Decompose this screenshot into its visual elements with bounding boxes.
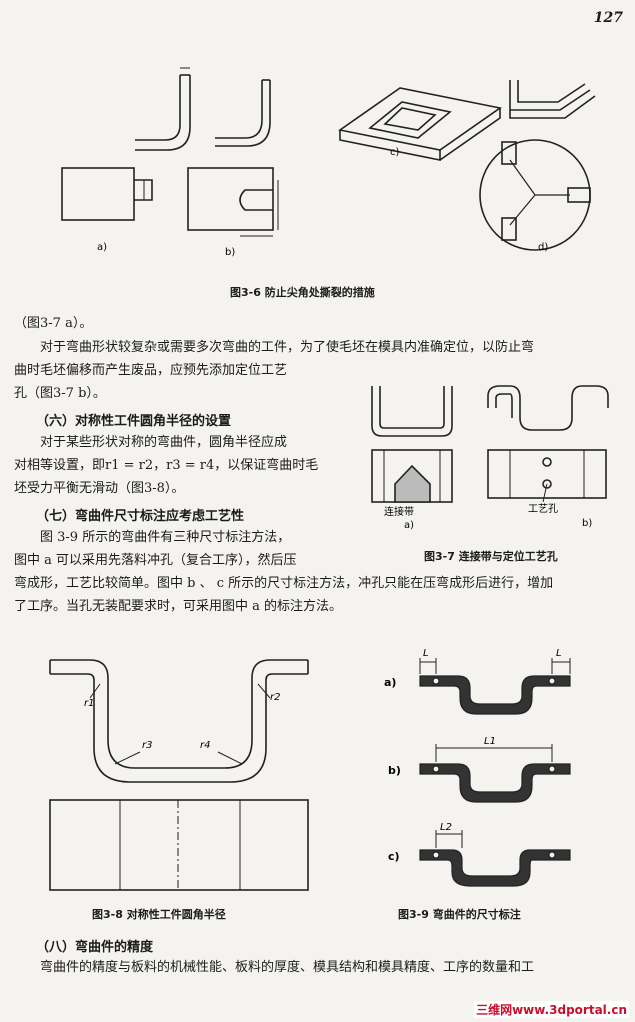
heading-8: （八）弯曲件的精度 [36,940,154,955]
fig39-dim-L1: L1 [484,736,496,747]
fig38-r2: r2 [270,692,280,703]
fig37-caption: 图3-7 连接带与定位工艺孔 [424,550,558,563]
figure-3-8: r1 r2 r3 r4 [49,659,309,891]
fig36-label-b: b) [225,247,235,258]
text-p2-line1: 对于弯曲形状较复杂或需要多次弯曲的工件，为了使毛坯在模具内准确定位，以防止弯 [40,340,535,355]
fig39-dim-L-left: L [423,648,429,659]
fig38-caption: 图3-8 对称性工件圆角半径 [92,908,226,921]
fig36-caption: 图3-6 防止尖角处撕裂的措施 [230,286,375,299]
text-p3-line2: 对相等设置，即r1 = r2，r3 = r4，以保证弯曲时毛 [14,458,319,473]
fig39-label-a: a) [384,676,396,689]
fig39-label-c: c) [388,850,400,863]
fig38-r4: r4 [200,740,210,751]
text-p3-line1: 对于某些形状对称的弯曲件，圆角半径应成 [40,435,288,450]
fig36-label-d: d) [538,242,548,253]
text-p5-line1: 弯曲件的精度与板料的机械性能、板料的厚度、模具结构和模具精度、工序的数量和工 [40,960,535,975]
fig37-hole-label: 工艺孔 [528,503,558,515]
fig36-label-a: a) [97,242,107,253]
text-p2-line3: 孔（图3-7 b）。 [14,386,106,401]
text-p4-line4: 了工序。当孔无装配要求时，可采用图中 a 的标注方法。 [14,599,343,614]
figure-3-7: 连接带 a) 工艺孔 b) [371,385,609,531]
fig39-label-b: b) [388,764,401,777]
text-p2-line2: 曲时毛坯偏移而产生废品，应预先添加定位工艺 [14,363,288,378]
text-p4-line1: 图 3-9 所示的弯曲件有三种尺寸标注方法， [40,530,291,545]
fig38-r1: r1 [84,698,94,709]
fig37-band-label: 连接带 [384,505,414,518]
fig37-label-b: b) [582,518,592,529]
watermark: 三维网www.3dportal.cn [474,1001,629,1018]
text-p3-line3: 坯受力平衡无滑动（图3-8）。 [14,481,185,496]
figure-3-6: a) b) c) d) [61,67,596,258]
fig39-caption: 图3-9 弯曲件的尺寸标注 [398,908,521,921]
fig39-dim-L-right: L [556,648,562,659]
fig36-label-c: c) [390,147,399,158]
text-p1-line1: （图3-7 a）。 [14,316,93,331]
figure-3-9: a) L L b) L1 c) L2 [384,648,571,887]
fig39-dim-L2: L2 [440,822,452,833]
text-p4-line2: 图中 a 可以采用先落料冲孔（复合工序），然后压 [14,553,297,568]
fig38-r3: r3 [142,740,152,751]
fig37-label-a: a) [404,520,414,531]
heading-7: （七）弯曲件尺寸标注应考虑工艺性 [36,509,245,524]
page-number: 127 [593,10,623,26]
heading-6: （六）对称性工件圆角半径的设置 [36,414,232,429]
text-p4-line3: 弯成形，工艺比较简单。图中 b 、 c 所示的尺寸标注方法，冲孔只能在压弯成形后… [14,576,554,591]
